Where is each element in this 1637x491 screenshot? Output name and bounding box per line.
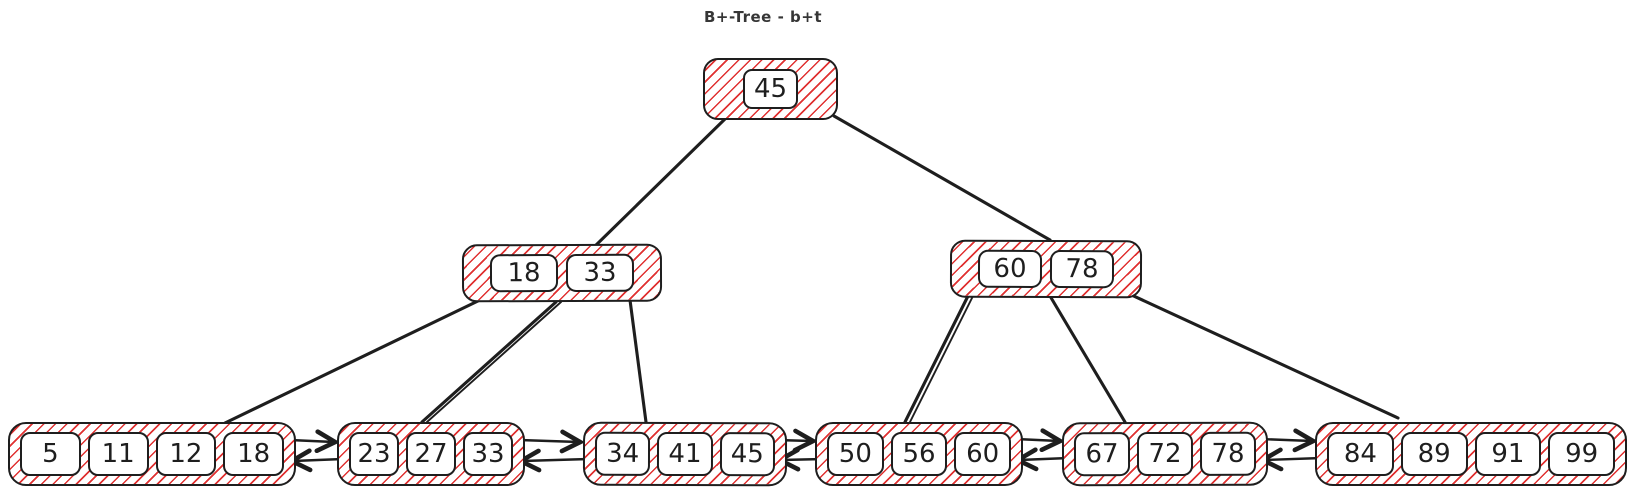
key-cell[interactable]: 41: [657, 431, 713, 477]
key-cell[interactable]: 33: [463, 432, 513, 476]
edge-internal-1-to-leaf-3[interactable]: [903, 294, 970, 424]
edge-internal-0-to-leaf-0[interactable]: [223, 298, 482, 425]
edge-root-to-internal-0[interactable]: [590, 116, 728, 251]
key-cell[interactable]: 18: [223, 432, 284, 476]
node-leaf-0[interactable]: 5 11 12 18: [8, 422, 296, 486]
node-internal-0[interactable]: 18 33: [461, 243, 663, 303]
key-cell[interactable]: 23: [349, 432, 399, 476]
key-cell[interactable]: 67: [1073, 432, 1131, 477]
leaf-link-left-4-3[interactable]: [1019, 458, 1071, 460]
key-cell[interactable]: 50: [827, 432, 884, 476]
key-cell[interactable]: 45: [719, 432, 776, 477]
key-cell[interactable]: 33: [565, 253, 635, 292]
key-cell[interactable]: 18: [489, 254, 559, 293]
key-cell[interactable]: 12: [155, 432, 217, 476]
key-cell[interactable]: 56: [890, 432, 948, 476]
edge-internal-0-to-leaf-1-sketch: [426, 301, 562, 423]
leaf-link-right-0-1[interactable]: [288, 440, 334, 442]
key-cell[interactable]: 11: [87, 432, 149, 476]
edge-internal-1-to-leaf-3-sketch: [909, 295, 974, 423]
node-internal-1[interactable]: 60 78: [949, 239, 1143, 299]
node-leaf-4[interactable]: 67 72 78: [1061, 421, 1269, 487]
key-cell[interactable]: 5: [20, 432, 81, 476]
edge-internal-0-to-leaf-1[interactable]: [420, 300, 558, 424]
key-cell[interactable]: 99: [1548, 432, 1615, 476]
node-leaf-2[interactable]: 34 41 45: [582, 421, 788, 487]
leaf-link-left-1-0[interactable]: [293, 459, 345, 461]
leaf-link-right-3-4[interactable]: [1014, 439, 1059, 441]
edge-internal-1-to-leaf-4[interactable]: [1048, 294, 1127, 424]
diagram-title: B+-Tree - b+t: [704, 8, 822, 26]
edge-internal-1-to-leaf-5[interactable]: [1123, 290, 1400, 420]
node-root[interactable]: 45: [703, 58, 838, 120]
edge-root-to-internal-1[interactable]: [832, 114, 1052, 242]
key-cell[interactable]: 78: [1199, 431, 1257, 476]
leaf-link-left-5-4[interactable]: [1264, 458, 1324, 460]
node-leaf-1[interactable]: 23 27 33: [337, 422, 525, 486]
node-leaf-3[interactable]: 50 56 60: [815, 422, 1023, 486]
leaf-link-right-4-5[interactable]: [1258, 439, 1312, 441]
key-cell[interactable]: 91: [1474, 432, 1542, 476]
key-cell[interactable]: 34: [594, 431, 651, 476]
leaf-link-left-2-1[interactable]: [522, 459, 591, 461]
key-cell[interactable]: 45: [743, 69, 798, 109]
key-cell[interactable]: 60: [954, 432, 1012, 476]
leaf-link-right-1-2[interactable]: [517, 440, 579, 442]
edge-internal-0-to-leaf-2[interactable]: [628, 298, 648, 424]
key-cell[interactable]: 72: [1136, 431, 1194, 477]
key-cell[interactable]: 78: [1049, 250, 1115, 289]
key-cell[interactable]: 89: [1400, 432, 1468, 476]
key-cell[interactable]: 27: [406, 432, 456, 476]
key-cell[interactable]: 60: [977, 249, 1043, 288]
key-cell[interactable]: 84: [1327, 432, 1394, 476]
node-leaf-5[interactable]: 84 89 91 99: [1315, 422, 1627, 486]
